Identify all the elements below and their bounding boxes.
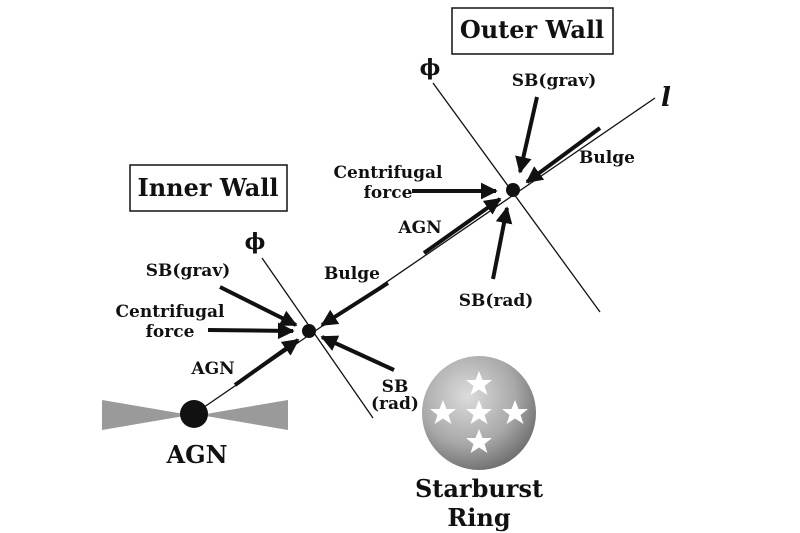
inner-centrifugal-arrow <box>207 322 295 340</box>
inner-agn-arrow <box>233 338 300 387</box>
star-icon <box>466 429 492 453</box>
inner-wall-title: Inner Wall <box>137 173 278 202</box>
outer-bulge-arrow <box>525 126 602 184</box>
inner-bulge-label: Bulge <box>324 264 380 284</box>
starburst-label: Starburst <box>415 474 543 503</box>
inner-sbrad-arrow <box>320 335 395 372</box>
inner-wall-node <box>302 324 316 338</box>
inner-agn-label: AGN <box>190 359 234 379</box>
inner-sb-label: SB <box>382 377 409 397</box>
inner-force-label: force <box>146 322 195 342</box>
outer-wall-node <box>506 183 520 197</box>
outer-force-label: force <box>364 183 413 203</box>
starburst-stars <box>430 371 528 453</box>
outer-sbgrav-arrow <box>515 96 539 174</box>
outer-wall-box <box>451 7 614 55</box>
inner-bulge-arrow <box>320 281 390 327</box>
inner-wall-box <box>129 164 288 212</box>
ring-label: Ring <box>447 503 511 532</box>
outer-agn-arrow <box>422 197 502 255</box>
outer-agn-label: AGN <box>397 218 441 238</box>
outer-l-label: l <box>661 83 671 113</box>
star-icon <box>466 371 492 395</box>
outer-sbgrav-label: SB(grav) <box>512 71 596 91</box>
inner-phi-label: ϕ <box>245 229 266 255</box>
star-icon <box>502 400 528 424</box>
inner-rad-label: (rad) <box>371 394 419 414</box>
agn-cone-right <box>200 400 288 430</box>
outer-phi-line <box>432 82 601 313</box>
agn-label: AGN <box>165 440 227 469</box>
inner-centrifugal-label: Centrifugal <box>115 302 225 322</box>
star-icon <box>466 400 492 424</box>
inner-sbgrav-label: SB(grav) <box>146 261 230 281</box>
outer-phi-label: ϕ <box>420 55 441 81</box>
inner-phi-line <box>261 257 374 419</box>
outer-bulge-label: Bulge <box>579 148 635 168</box>
outer-sbrad-arrow <box>491 206 513 280</box>
outer-sbrad-label: SB(rad) <box>459 291 534 311</box>
star-icon <box>430 400 456 424</box>
outer-wall-title: Outer Wall <box>460 15 604 44</box>
inner-sbgrav-arrow <box>219 285 298 327</box>
outer-centrifugal-label: Centrifugal <box>333 163 443 183</box>
agn-cone-left <box>102 400 190 430</box>
